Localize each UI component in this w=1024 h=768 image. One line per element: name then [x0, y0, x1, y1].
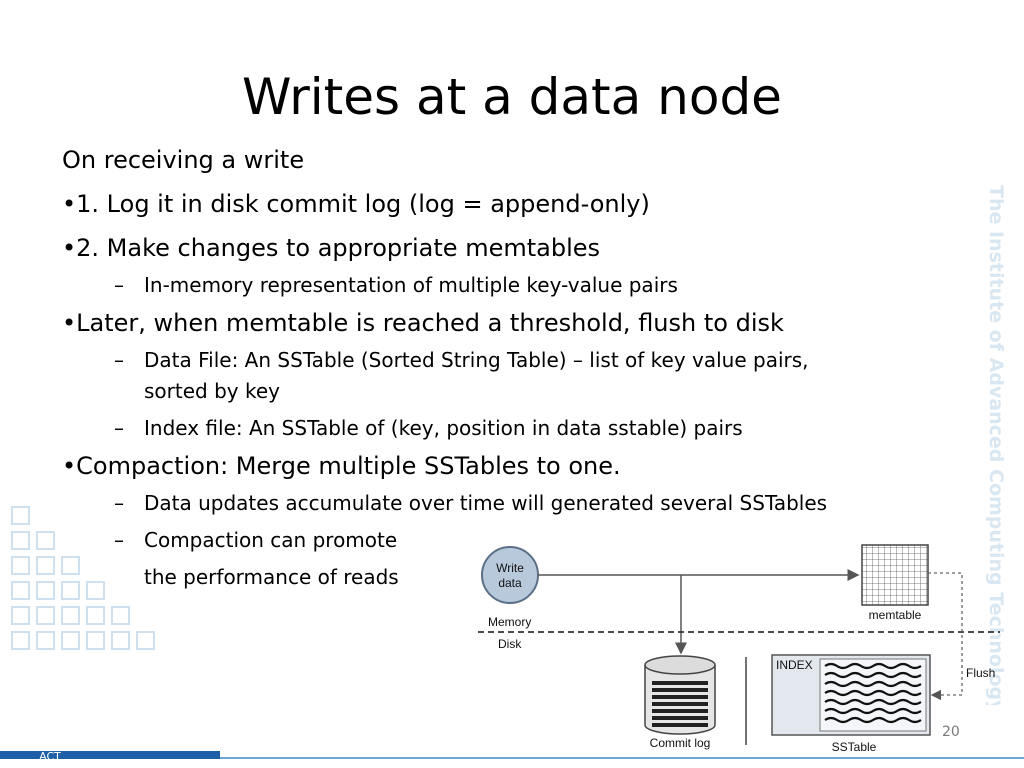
- watermark-text: The Institute of Advanced Computing Tech…: [985, 185, 1007, 705]
- footer-bar-light: [220, 757, 1024, 759]
- dash: –: [114, 348, 124, 372]
- bullet-3-sub-1-line-2: sorted by key: [144, 379, 280, 403]
- bullet-4-sub-2: –Compaction can promote: [62, 525, 962, 556]
- bullet-4: •Compaction: Merge multiple SSTables to …: [62, 452, 621, 480]
- slide-title: Writes at a data node: [242, 68, 782, 126]
- watermark: The Institute of Advanced Computing Tech…: [985, 185, 1007, 705]
- footer-bar-dark: [0, 751, 220, 759]
- index-label: INDEX: [776, 658, 813, 672]
- memtable-grid: memtable: [861, 544, 929, 622]
- sstable-label: SSTable: [832, 740, 877, 754]
- bullet-4-sub-2-line-2: the performance of reads: [144, 565, 399, 589]
- commit-log-label: Commit log: [650, 736, 711, 750]
- bullet-3-sub-1-line-1: Data File: An SSTable (Sorted String Tab…: [144, 348, 809, 372]
- decorative-squares: [11, 506, 155, 650]
- flush-label: Flush: [966, 666, 995, 680]
- page-number: 20: [942, 724, 960, 740]
- write-data-line-1: Write: [496, 561, 524, 575]
- bullet-3-sub-2: –Index file: An SSTable of (key, positio…: [62, 413, 962, 444]
- bullet-2: •2. Make changes to appropriate memtable…: [62, 234, 601, 262]
- sstable-box: INDEX SSTable: [771, 654, 931, 754]
- bullet-3-sub-2-text: Index file: An SSTable of (key, position…: [144, 416, 743, 440]
- flush-path: [928, 572, 963, 701]
- bullet-2-sub-1: –In-memory representation of multiple ke…: [62, 270, 962, 301]
- dash: –: [114, 491, 124, 515]
- bullet-1: •1. Log it in disk commit log (log = app…: [62, 190, 650, 218]
- bullet-3-sub-1: –Data File: An SSTable (Sorted String Ta…: [62, 345, 962, 376]
- sstable-wavy-lines: [824, 662, 922, 724]
- commit-log-cylinder: Commit log: [644, 655, 716, 750]
- disk-label: Disk: [498, 637, 522, 651]
- bullet-2-sub-1-text: In-memory representation of multiple key…: [144, 273, 678, 297]
- bullet-4-sub-1: –Data updates accumulate over time will …: [62, 488, 962, 519]
- logo-text: ACT: [39, 750, 61, 763]
- memtable-label: memtable: [869, 608, 922, 622]
- write-data-circle: Write data: [481, 546, 539, 604]
- intro-text: On receiving a write: [62, 146, 305, 174]
- memory-label: Memory: [488, 615, 531, 629]
- write-data-line-2: data: [498, 576, 522, 590]
- dash: –: [114, 416, 124, 440]
- write-path-diagram: Write data memtable Memory Disk Flush: [478, 544, 1000, 754]
- act-logo: ACT: [39, 750, 61, 763]
- dash: –: [114, 273, 124, 297]
- bullet-3: •Later, when memtable is reached a thres…: [62, 309, 784, 337]
- dash: –: [114, 528, 124, 552]
- bullet-4-sub-2-line-1: Compaction can promote: [144, 528, 398, 552]
- bullet-4-sub-1-text: Data updates accumulate over time will g…: [144, 491, 828, 515]
- slide-body: On receiving a write •1. Log it in disk …: [62, 138, 962, 593]
